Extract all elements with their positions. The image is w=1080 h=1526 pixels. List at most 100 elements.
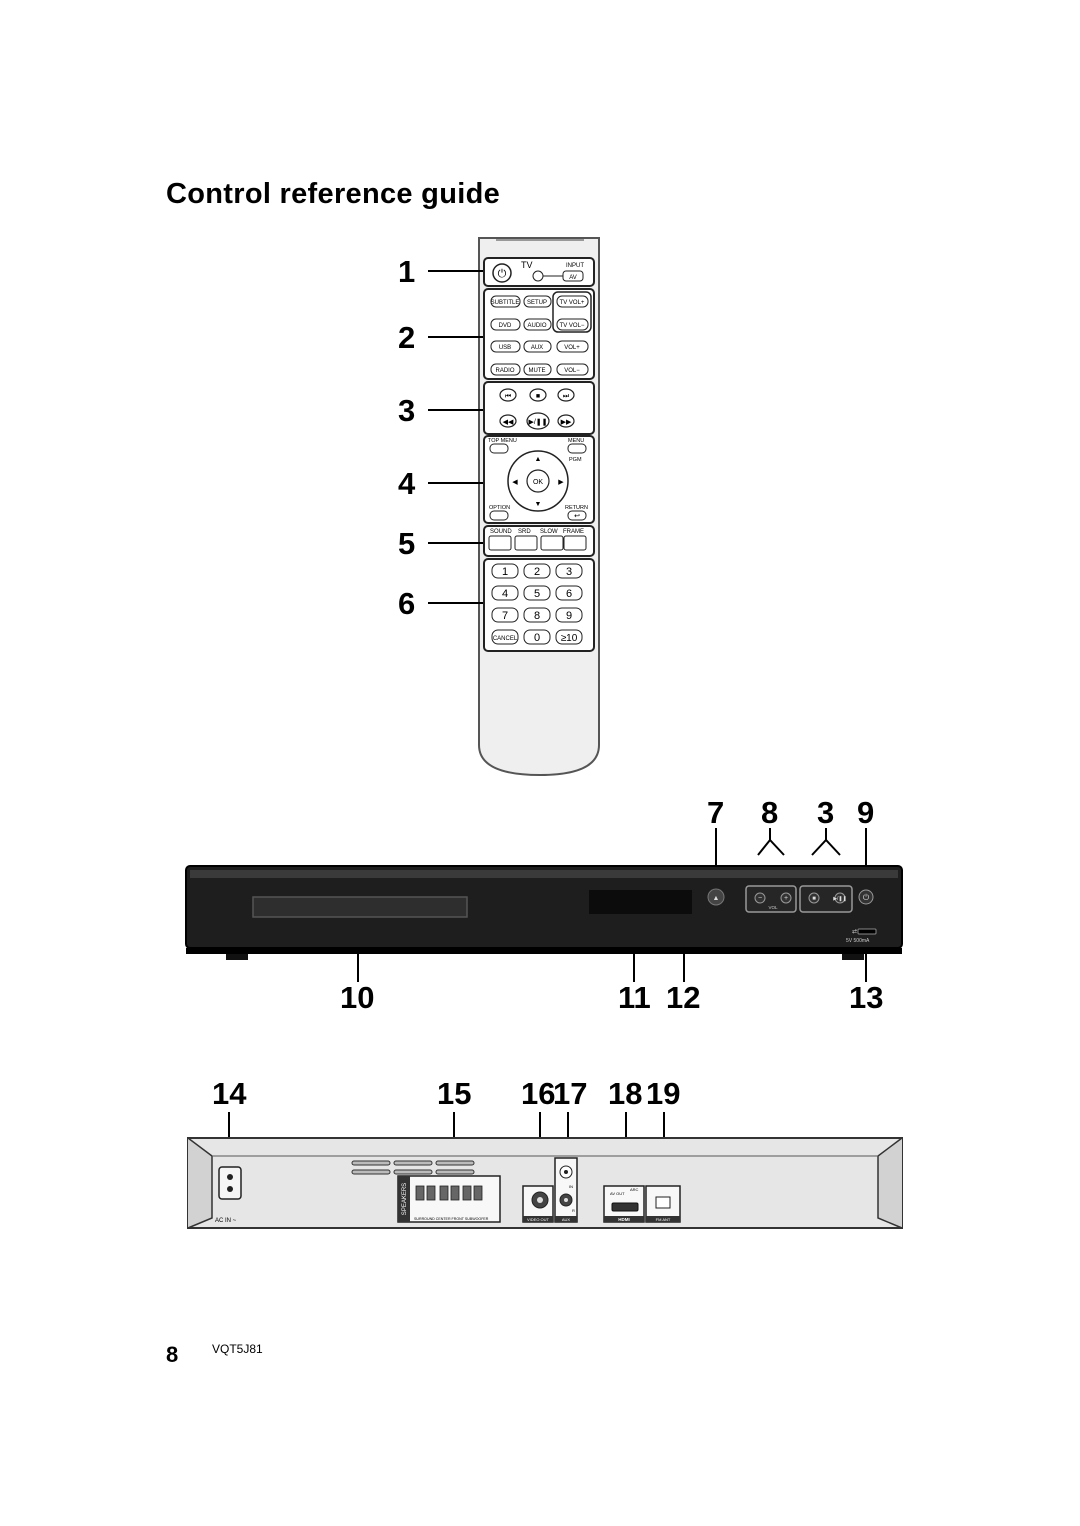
stop-icon: ■: [536, 393, 540, 400]
aux-label: AUX: [531, 345, 543, 351]
display-window: [589, 890, 692, 914]
srd-button: [514, 535, 538, 551]
left-arrow-icon: ◀: [512, 479, 518, 486]
usb-port: [857, 928, 877, 935]
hdmi-label: HDMI: [618, 1217, 630, 1222]
num-8-label: 8: [534, 610, 540, 622]
tv-vol-down-button: [556, 318, 589, 331]
num-3-label: 3: [566, 566, 572, 578]
num-9-label: 9: [566, 610, 572, 622]
power-icon: ⏻: [498, 268, 507, 280]
setup-label: SETUP: [527, 300, 547, 306]
tv-power-button: [532, 270, 544, 282]
eject-icon: ▲: [713, 895, 720, 902]
num-5-button: [523, 585, 551, 601]
num-0-label: 0: [534, 632, 540, 644]
arc-label: ARC: [630, 1187, 639, 1192]
play-pause-button: [526, 412, 550, 430]
callout-1: 1: [398, 254, 416, 289]
top-menu-button: [489, 443, 509, 454]
fast-forward-icon: ▶▶: [561, 419, 572, 426]
front-stop-icon: ■: [812, 896, 816, 902]
num-7-label: 7: [502, 610, 508, 622]
usb-icon: ⇄: [852, 928, 857, 935]
usb-rating: 5V 500mA: [846, 938, 870, 944]
aux-r-label: R: [572, 1208, 575, 1213]
front-vol-label: VOL: [768, 905, 778, 910]
return-label: RETURN: [565, 505, 588, 511]
ok-label: OK: [533, 479, 543, 486]
rewind-button: [499, 414, 517, 428]
num-2-button: [523, 563, 551, 579]
callout-4: 4: [398, 466, 416, 501]
top-menu-label: TOP MENU: [488, 438, 517, 444]
setup-button: [523, 295, 552, 308]
dvd-button: [490, 318, 521, 331]
playback-buttons: [799, 885, 853, 913]
num-2-label: 2: [534, 566, 540, 578]
down-arrow-icon: ▼: [535, 501, 542, 508]
callout-6: 6: [398, 586, 416, 621]
subtitle-button: [490, 295, 521, 308]
vol-plus-icon: +: [784, 895, 788, 902]
ten-plus-button: [555, 629, 583, 645]
pgm-label: PGM: [569, 457, 582, 463]
skip-back-button: [499, 388, 517, 402]
remote-numpad-panel: [483, 558, 595, 652]
vol-up-label: VOL+: [564, 345, 580, 351]
doc-code: VQT5J81: [212, 1342, 263, 1356]
aux-label: AUX: [562, 1217, 571, 1222]
ac-inlet: [218, 1166, 242, 1200]
option-button: [489, 510, 509, 521]
play-pause-icon: ▶/❚❚: [528, 418, 547, 426]
right-arrow-icon: ▶: [558, 479, 564, 486]
num-9-button: [555, 607, 583, 623]
usb-button: [490, 340, 521, 353]
callout-8: 8: [761, 795, 779, 830]
cancel-button: [491, 629, 519, 645]
hdmi-port: [611, 1202, 639, 1212]
callout-16: 16: [521, 1076, 556, 1111]
subtitle-label: SUBTITLE: [491, 300, 520, 306]
eject-button: [707, 888, 725, 906]
speaker-groups-label: SURROUND CENTER FRONT SUBWOOFER: [414, 1217, 489, 1221]
callout-3: 3: [398, 393, 416, 428]
remote-source-panel: [483, 288, 595, 380]
tv-vol-up-button: [556, 295, 589, 308]
skip-back-icon: ⏮: [505, 393, 511, 400]
power-button: [492, 263, 512, 283]
fast-forward-button: [557, 414, 575, 428]
menu-button: [567, 443, 587, 454]
callout-11: 11: [618, 980, 651, 1015]
num-5-label: 5: [534, 588, 540, 600]
disc-tray: [252, 896, 468, 918]
mute-label: MUTE: [529, 368, 546, 374]
callout-7: 7: [707, 795, 725, 830]
av-label: AV: [569, 275, 577, 281]
num-0-button: [523, 629, 551, 645]
tv-vol-up-label: TV VOL+: [560, 300, 585, 306]
callout-5: 5: [398, 526, 416, 561]
usb-label: USB: [499, 345, 511, 351]
callout-19: 19: [646, 1076, 681, 1111]
standby-icon: ⏻: [863, 893, 870, 902]
callout-2: 2: [398, 320, 416, 355]
volume-buttons: [745, 885, 797, 913]
callout-14: 14: [212, 1076, 247, 1111]
vol-down-label: VOL−: [564, 368, 580, 374]
srd-label: SRD: [518, 529, 531, 535]
standby-button: [858, 889, 874, 905]
num-8-button: [523, 607, 551, 623]
dvd-label: DVD: [499, 323, 512, 329]
fm-ant-port: [655, 1196, 671, 1209]
fm-ant-label: FM ANT: [656, 1217, 671, 1222]
av-out-label: AV OUT: [610, 1191, 625, 1196]
up-arrow-icon: ▲: [535, 456, 542, 463]
callout-17: 17: [553, 1076, 588, 1111]
stop-button: [529, 388, 547, 402]
callout-13: 13: [849, 980, 884, 1015]
ac-in-label: AC IN ~: [215, 1218, 237, 1224]
speaker-terminals: [397, 1175, 501, 1223]
callout-15: 15: [437, 1076, 472, 1111]
